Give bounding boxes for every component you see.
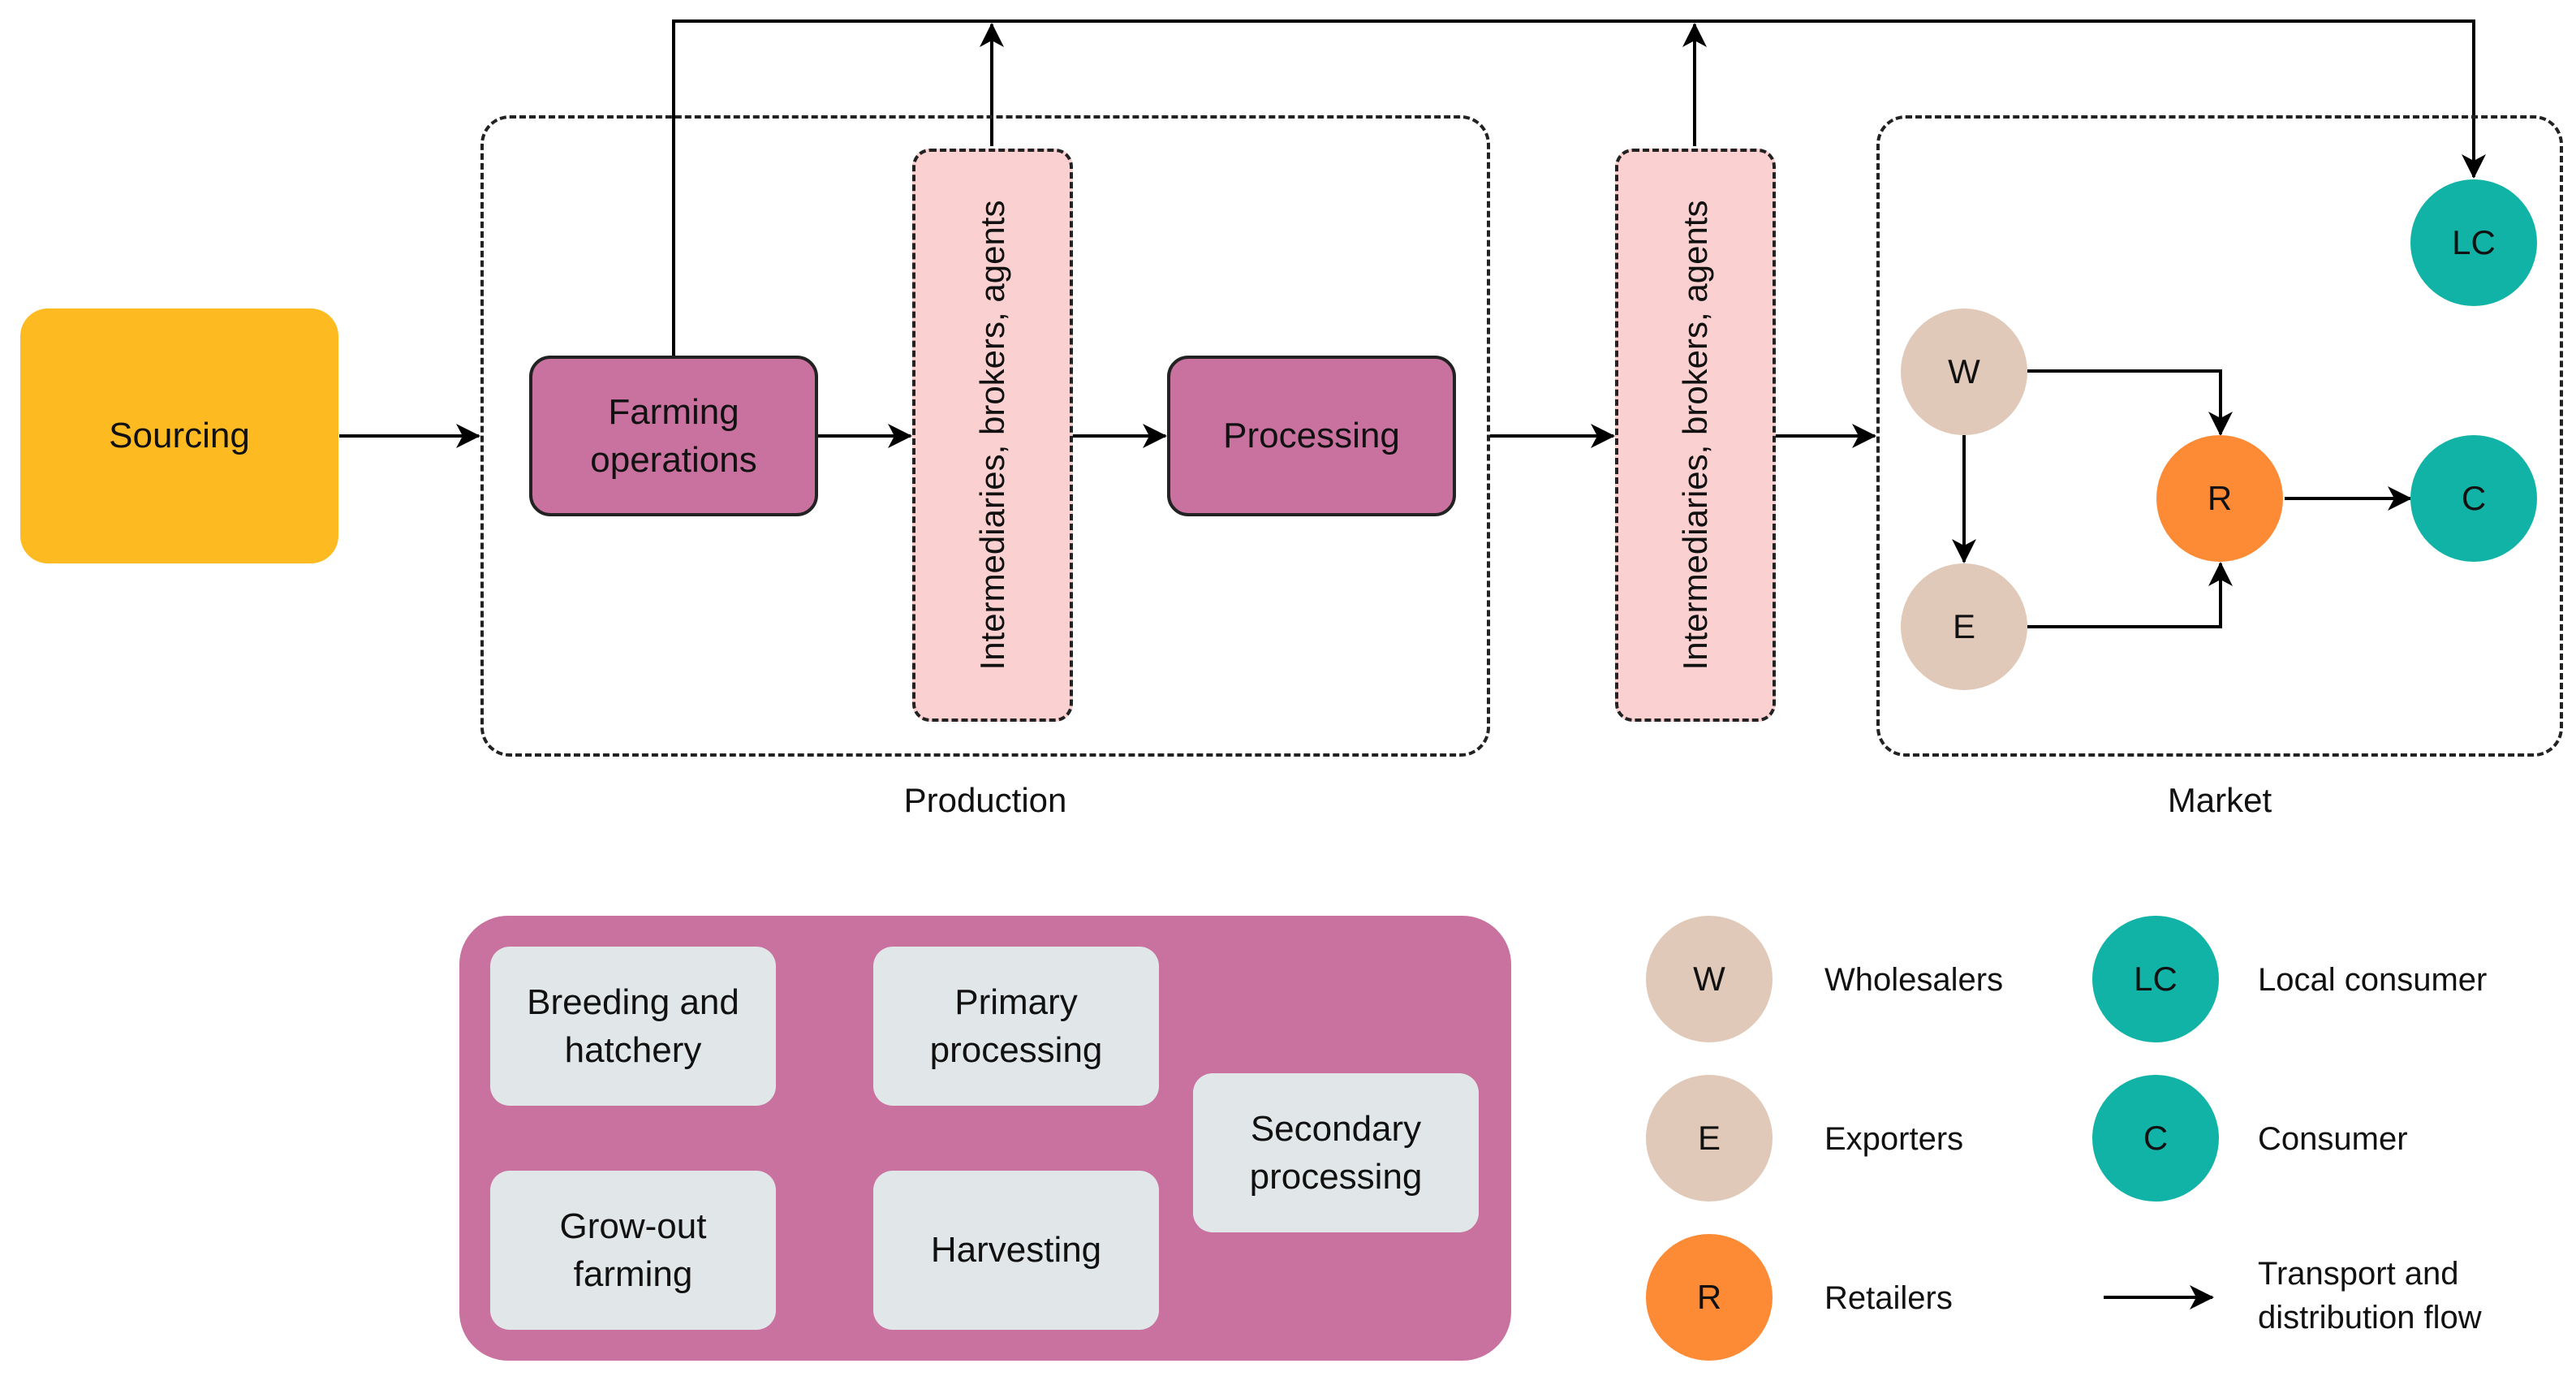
intermediaries-label-2: Intermediaries, brokers, agents: [1676, 200, 1714, 671]
arrow-w-to-r: [2027, 369, 2233, 436]
breeding-hatchery-step: Breeding and hatchery: [490, 947, 776, 1106]
arrow-farming-local-consumer: [672, 19, 2486, 356]
farming-operations-label: Farming operations: [590, 391, 757, 480]
processing-node: Processing: [1167, 356, 1456, 516]
wholesalers-node: W: [1901, 308, 2027, 435]
primary-processing-label: Primary processing: [929, 982, 1103, 1070]
sourcing-node: Sourcing: [20, 308, 338, 563]
legend-local-consumer-label: Local consumer: [2258, 962, 2488, 998]
legend-retailers-symbol: R: [1646, 1234, 1773, 1361]
legend-consumer-label: Consumer: [2258, 1121, 2408, 1157]
legend-exporters-label: Exporters: [1824, 1121, 1964, 1157]
legend-consumer-symbol: C: [2092, 1075, 2219, 1202]
legend-wholesalers-label: Wholesalers: [1824, 962, 2004, 998]
legend-local-consumer-symbol: LC: [2092, 916, 2219, 1042]
retailers-node: R: [2156, 435, 2283, 562]
legend-retailers-label: Retailers: [1824, 1280, 1953, 1316]
harvesting-step: Harvesting: [873, 1171, 1159, 1330]
exporters-node: E: [1901, 563, 2027, 690]
production-group: [480, 115, 1490, 757]
farming-operations-node: Farming operations: [529, 356, 818, 516]
local-consumer-node: LC: [2410, 179, 2537, 306]
consumer-node: C: [2410, 435, 2537, 562]
grow-out-farming-label: Grow-out farming: [559, 1206, 707, 1294]
market-group: [1876, 115, 2563, 757]
arrow-e-to-r: [2027, 562, 2233, 628]
legend-flow-label: Transport and distribution flow: [2258, 1256, 2482, 1335]
production-label: Production: [903, 781, 1067, 819]
legend-exporters-symbol: E: [1646, 1075, 1773, 1202]
grow-out-farming-step: Grow-out farming: [490, 1171, 776, 1330]
secondary-processing-label: Secondary processing: [1249, 1108, 1423, 1197]
intermediaries-label-1: Intermediaries, brokers, agents: [973, 200, 1011, 671]
sourcing-label: Sourcing: [109, 416, 250, 455]
processing-label: Processing: [1223, 416, 1400, 456]
legend-wholesalers-symbol: W: [1646, 916, 1773, 1042]
breeding-hatchery-label: Breeding and hatchery: [527, 982, 739, 1070]
harvesting-label: Harvesting: [930, 1230, 1102, 1271]
secondary-processing-step: Secondary processing: [1193, 1073, 1479, 1232]
market-label: Market: [2167, 781, 2272, 819]
primary-processing-step: Primary processing: [873, 947, 1159, 1106]
intermediaries-node-2: Intermediaries, brokers, agents: [1615, 149, 1776, 722]
intermediaries-node-1: Intermediaries, brokers, agents: [912, 149, 1073, 722]
